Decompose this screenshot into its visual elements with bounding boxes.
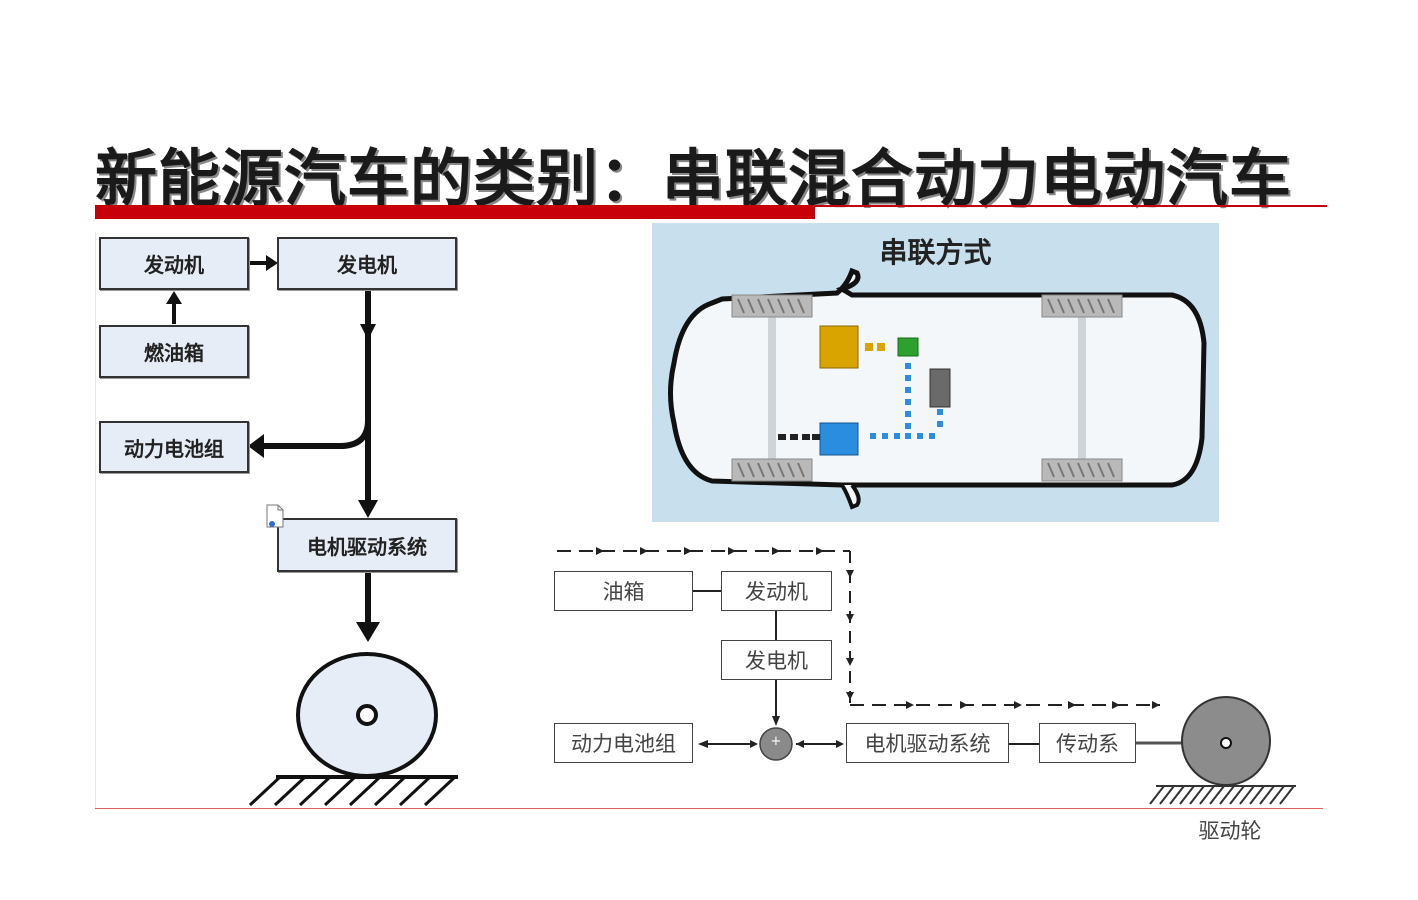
left-battery-pack-box: 动力电池组 (99, 421, 249, 473)
title-underline-thin-line (815, 205, 1327, 207)
engine-block (819, 325, 859, 369)
document-icon (266, 504, 284, 528)
right-motor-drive-box: 电机驱动系统 (846, 723, 1009, 763)
bottom-rule (95, 808, 1323, 809)
right-engine-box: 发动机 (721, 571, 832, 611)
slide-title: 新能源汽车的类别：串联混合动力电动汽车 (95, 142, 1293, 215)
battery-block (929, 368, 951, 408)
drive-wheel-label: 驱动轮 (1198, 819, 1262, 843)
motor-block (819, 422, 859, 456)
generator-block (897, 337, 919, 357)
right-battery-pack-box: 动力电池组 (554, 723, 693, 763)
right-transmission-box: 传动系 (1039, 723, 1136, 763)
right-generator-box: 发电机 (721, 640, 832, 680)
right-fuel-tank-box: 油箱 (554, 571, 693, 611)
left-fuel-tank-box: 燃油箱 (99, 325, 249, 378)
title-underline-red-bar (95, 205, 815, 219)
series-hybrid-car-picture: 串联方式 (652, 223, 1219, 522)
left-generator-box: 发电机 (277, 237, 457, 290)
car-picture-caption: 串联方式 (879, 236, 992, 269)
left-motor-drive-box: 电机驱动系统 (277, 518, 457, 572)
left-engine-box: 发动机 (99, 237, 249, 290)
car-outline-drawing (668, 267, 1207, 510)
junction-plus-label: + (770, 734, 782, 749)
drive-wheel-shape (1181, 696, 1271, 786)
